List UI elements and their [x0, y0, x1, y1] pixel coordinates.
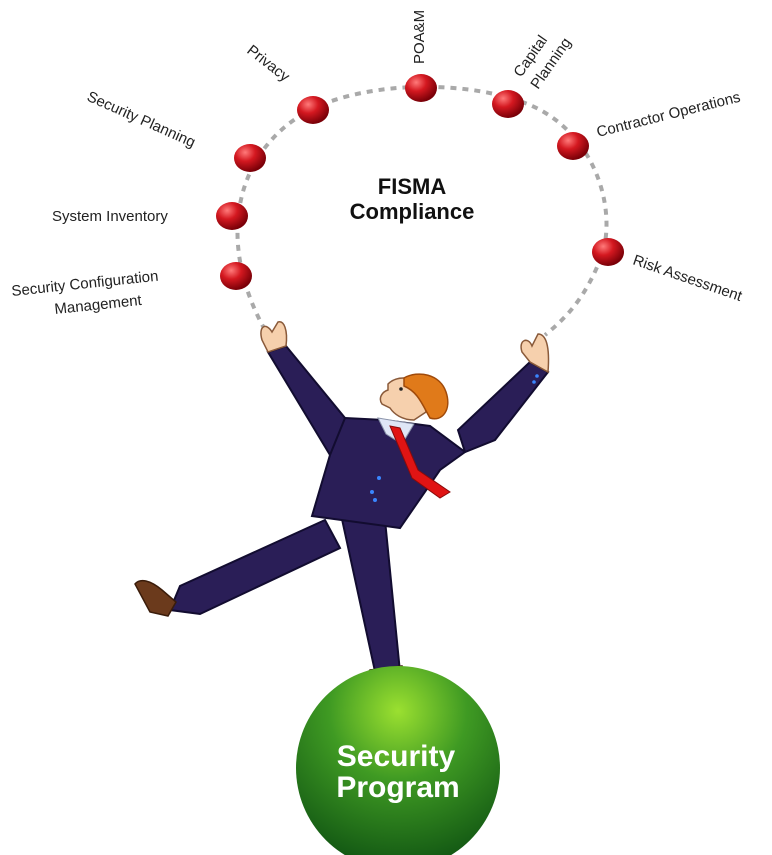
- jacket-button: [370, 490, 374, 494]
- label-scm-line2: Management: [54, 292, 144, 318]
- red-tie: [389, 425, 451, 499]
- node-security-planning: [234, 144, 266, 172]
- node-capital-planning: [492, 90, 524, 118]
- hair: [403, 373, 449, 420]
- ball-label-line1: Security: [337, 740, 456, 773]
- center-title-line2: Compliance: [350, 199, 475, 224]
- node-poam: [405, 74, 437, 102]
- security-program-ball: [296, 666, 500, 855]
- label-privacy: Privacy: [244, 42, 294, 86]
- label-security-planning: Security Planning: [84, 88, 198, 151]
- node-privacy: [297, 96, 329, 124]
- label-risk-assessment: Risk Assessment: [631, 252, 745, 306]
- businessman-figure: [134, 321, 550, 697]
- sleeve-button: [535, 374, 539, 378]
- label-contractor-operations: Contractor Operations: [595, 89, 742, 141]
- node-risk-assessment: [592, 238, 624, 266]
- ball-label-line2: Program: [336, 771, 459, 804]
- jacket-button: [373, 498, 377, 502]
- center-title-line1: FISMA: [378, 174, 447, 199]
- eye: [399, 387, 403, 391]
- right-leg: [338, 508, 402, 678]
- node-system-inventory: [216, 202, 248, 230]
- jacket-button: [377, 476, 381, 480]
- label-poam: POA&M: [411, 10, 428, 64]
- ring-nodes: [216, 74, 624, 290]
- label-system-inventory: System Inventory: [52, 208, 168, 225]
- right-arm: [456, 360, 550, 454]
- right-hand: [520, 333, 550, 374]
- left-leg: [168, 518, 342, 616]
- left-shoe: [134, 579, 177, 617]
- node-contractor-operations: [557, 132, 589, 160]
- left-hand: [260, 321, 288, 353]
- sleeve-button: [532, 380, 536, 384]
- node-security-configuration: [220, 262, 252, 290]
